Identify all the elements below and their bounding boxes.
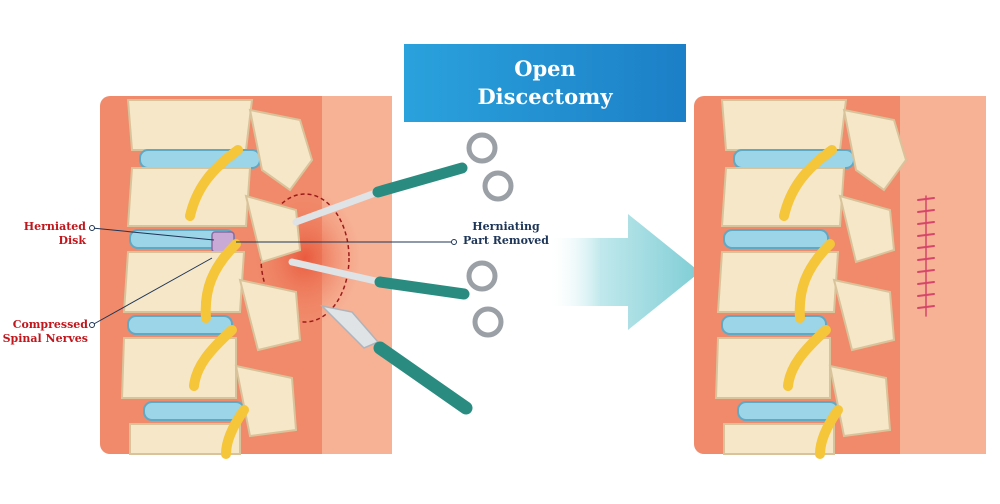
scissor-ring-icon [472,306,504,338]
label-herniated-disk-line2: Disk [58,234,86,247]
leader-dot [89,225,95,231]
stitch [917,221,935,225]
label-compressed-nerves: Compressed Spinal Nerves [0,318,88,346]
nerve-root [779,145,837,221]
surgical-tools [288,132,514,415]
stitch [917,197,935,201]
scalpel-handle [373,341,473,415]
stitch [917,257,935,261]
repaired-disc [723,229,829,249]
spinous-process [842,108,908,192]
disc [143,401,245,421]
retractor-shaft [292,188,382,226]
nerve-root [783,325,831,391]
after-panel [694,96,986,459]
label-herniating-part: Herniating Part Removed [456,220,556,248]
label-herniating-part-line2: Part Removed [462,234,549,247]
transition-arrow-icon [548,214,700,330]
vertebra [720,99,848,151]
label-compressed-nerves-line2: Spinal Nerves [2,332,88,345]
vertebra [126,99,254,151]
skin-layer [900,96,986,454]
leader-line-herniated-disk [91,227,215,241]
stitch [917,245,935,249]
stitch [917,293,935,297]
vertebra [723,423,835,455]
retractor-shaft [288,258,384,286]
stitch [917,305,935,309]
nerves-before [185,145,249,459]
spinous-process [244,194,302,264]
leader-dot [89,322,95,328]
scissor-ring-icon [466,260,498,292]
label-herniated-disk-line1: Herniated [23,220,86,233]
stitch [917,269,935,273]
nerve-root [794,239,835,323]
title-line2: Discectomy [477,84,613,109]
stitch [917,281,935,285]
label-herniated-disk: Herniated Disk [10,220,86,248]
retractor-handle [372,162,468,198]
stitch [917,209,935,213]
spinous-process [238,278,302,352]
disc [127,315,233,335]
nerves-after [779,145,843,459]
spinous-process [248,108,314,192]
suture-stitches [917,195,935,317]
disc [737,401,839,421]
before-panel [89,96,457,459]
spine-before [120,99,314,455]
nerve-root [815,405,843,459]
stitch [917,233,935,237]
retractor-handle [374,276,470,300]
scissor-ring-icon [466,132,498,164]
nerve-root [189,325,237,391]
vertebra [129,423,241,455]
scissor-ring-icon [482,170,514,202]
spinous-process [832,278,896,352]
label-compressed-nerves-line1: Compressed [12,318,88,331]
disc [721,315,827,335]
compressed-nerve-root [200,239,241,323]
nerve-root [221,405,249,459]
label-herniating-part-line1: Herniating [472,220,540,233]
title-banner: Open Discectomy [404,44,686,122]
spine-after [714,99,908,455]
leader-line-compressed-nerves [91,257,213,326]
title-line1: Open [514,56,576,81]
spinous-process [838,194,896,264]
leader-dot [451,239,457,245]
nerve-root [185,145,243,221]
